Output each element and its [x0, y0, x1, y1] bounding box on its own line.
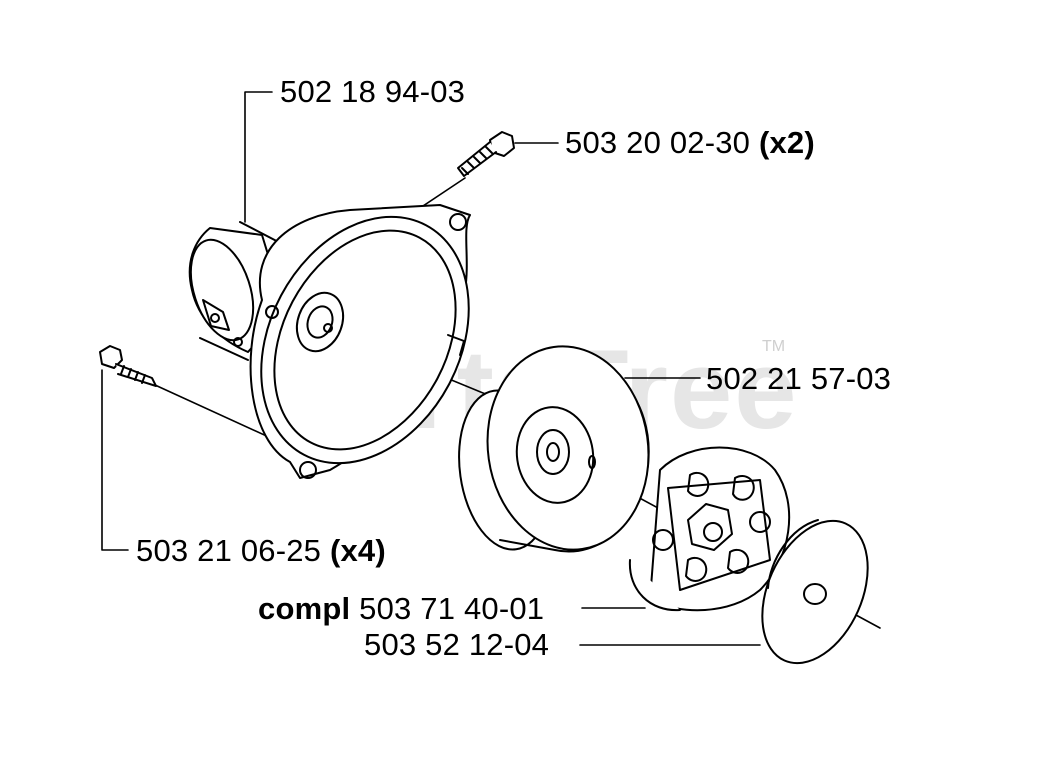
- part-number: 502 21 57-03: [706, 361, 892, 396]
- label-washer: 503 52 12-04: [364, 628, 549, 662]
- washer-drawing: [761, 519, 869, 665]
- mount-screw-drawing: [99, 345, 157, 387]
- part-number: 503 20 02-30: [565, 125, 751, 160]
- part-number: 503 71 40-01: [359, 591, 545, 626]
- part-number: 502 18 94-03: [280, 74, 466, 109]
- label-clutch-drum: 502 21 57-03: [706, 362, 891, 396]
- label-clutch-assembly: compl 503 71 40-01: [258, 592, 544, 626]
- housing-screw-drawing: [457, 131, 515, 177]
- leader-mount-screw: [101, 369, 129, 551]
- leader-housing: [244, 91, 273, 223]
- clutch-drum-drawing: [458, 345, 650, 553]
- part-number: 503 52 12-04: [364, 627, 550, 662]
- clutch-housing-drawing: [188, 204, 471, 479]
- label-housing-screw: 503 20 02-30 (x2): [565, 126, 815, 160]
- label-mount-screw: 503 21 06-25 (x4): [136, 534, 386, 568]
- label-clutch-housing: 502 18 94-03: [280, 75, 465, 109]
- part-number: 503 21 06-25: [136, 533, 322, 568]
- quantity: (x2): [758, 125, 815, 160]
- assembly-prefix: compl: [258, 591, 351, 626]
- trademark-mark: TM: [762, 338, 786, 355]
- clutch-assembly-drawing: [628, 446, 791, 612]
- quantity: (x4): [329, 533, 386, 568]
